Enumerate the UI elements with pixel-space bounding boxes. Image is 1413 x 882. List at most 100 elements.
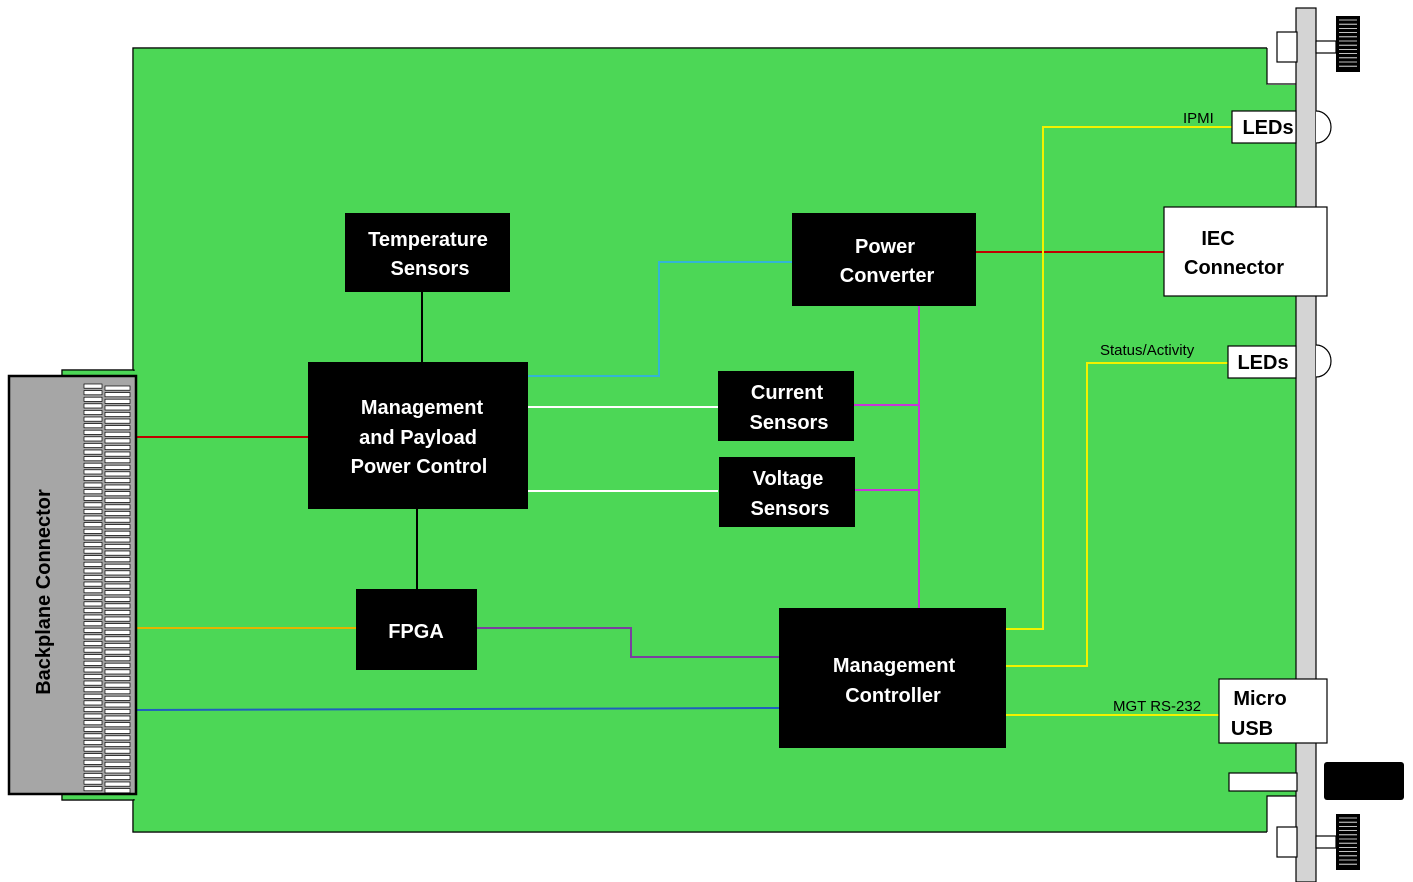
mgmt-power-label-2: and Payload (359, 427, 477, 449)
connector-pin (104, 511, 131, 516)
connector-pin (83, 522, 103, 528)
block-mgmt-payload-power-control: Management and Payload Power Control (308, 362, 528, 509)
connector-pin (83, 403, 103, 409)
connector-pin (104, 392, 131, 398)
connector-pin (83, 594, 103, 600)
bottom-screw-head (1276, 826, 1298, 858)
voltage-sensors-label-2: Sensors (751, 498, 830, 520)
connector-pin (104, 695, 131, 701)
micro-usb-box (1218, 678, 1328, 744)
connector-pin (83, 449, 103, 455)
connector-pin (83, 680, 103, 686)
connector-pin (83, 700, 103, 706)
connector-pin (104, 451, 131, 457)
connector-pin (83, 555, 103, 561)
connector-pin (104, 405, 131, 411)
connector-pin (83, 726, 103, 732)
front-panel: LEDs LEDs IEC Connector Micro USB (1163, 7, 1404, 882)
ejector-handle-grip (1324, 762, 1404, 800)
block-power-converter: Power Converter (792, 213, 976, 306)
connector-pin (83, 720, 103, 726)
connector-pin (83, 601, 103, 607)
connector-pin (83, 489, 103, 495)
connector-pin (83, 773, 103, 778)
connector-pin (104, 425, 131, 431)
backplane-connector-pins (83, 383, 131, 794)
connector-pin (83, 469, 103, 475)
connector-pin (104, 418, 131, 424)
connector-pin (104, 458, 131, 464)
connector-pin (83, 746, 103, 752)
connector-pin (104, 385, 131, 391)
connector-pin (104, 662, 131, 668)
connector-pin (104, 715, 131, 721)
connector-pin (104, 484, 131, 490)
connector-pin (104, 517, 131, 523)
connector-pin (83, 462, 103, 468)
top-screw-head (1276, 31, 1298, 63)
connector-pin (104, 728, 131, 734)
connector-pin (83, 660, 103, 666)
connector-pin (104, 702, 131, 708)
connector-pin (83, 621, 103, 627)
connector-pin (83, 740, 103, 745)
connector-pin (104, 629, 131, 635)
connector-pin (104, 596, 131, 602)
connector-pin (83, 443, 103, 448)
connector-pin (83, 759, 103, 765)
knurl-body (1336, 16, 1360, 72)
connector-pin (104, 735, 131, 741)
connector-pin (83, 713, 103, 719)
top-screw-knurl-icon (1336, 16, 1360, 72)
connector-pin (83, 429, 103, 435)
line-mgmt-to-power-converter (528, 261, 793, 377)
connector-pin (83, 548, 103, 554)
connector-pin (104, 709, 131, 714)
connection-lines (135, 126, 1232, 716)
connector-pin (83, 654, 103, 660)
temperature-sensors-label-2: Sensors (391, 258, 470, 280)
backplane-connector: Backplane Connector (7, 374, 138, 796)
front-panel-bar (1295, 7, 1317, 882)
iec-connector-label-1: IEC (1201, 228, 1234, 250)
connector-pin (104, 590, 131, 596)
line-controller-to-status-leds (1005, 362, 1228, 667)
connector-pin (83, 561, 103, 567)
connector-pin (83, 627, 103, 633)
fpga-label: FPGA (388, 621, 444, 643)
ejector-handle-bar (1228, 772, 1298, 792)
connector-pin (83, 423, 103, 429)
connector-pin (104, 689, 131, 695)
connector-pin (104, 583, 131, 589)
connector-pin (83, 647, 103, 653)
connector-pin (104, 616, 131, 622)
connector-pin (83, 614, 103, 620)
connector-pin (104, 636, 131, 642)
connector-pin (104, 524, 131, 530)
iec-connector-box (1163, 206, 1328, 297)
leds-box-top (1231, 110, 1297, 144)
backplane-connector-label: Backplane Connector (33, 489, 55, 695)
leds-status-label: LEDs (1237, 352, 1288, 374)
connector-pin (104, 682, 131, 688)
connector-pin (83, 687, 103, 693)
current-sensors-label-2: Sensors (750, 412, 829, 434)
block-management-controller: Management Controller (779, 608, 1006, 748)
connector-pin (83, 509, 103, 514)
connector-pin (83, 707, 103, 712)
connector-pin (104, 570, 131, 576)
connector-pin (104, 788, 131, 794)
connector-pin (83, 396, 103, 402)
connector-pin (83, 416, 103, 422)
connector-pin (104, 722, 131, 728)
connector-pin (83, 476, 103, 481)
connector-pin (104, 504, 131, 510)
voltage-sensors-label-1: Voltage (753, 468, 824, 490)
connector-pin (83, 733, 103, 739)
status-activity-label: Status/Activity (1100, 342, 1195, 359)
connector-pin (104, 497, 131, 503)
connector-pin (104, 775, 131, 780)
management-controller-label-2: Controller (845, 685, 941, 707)
connector-pin (83, 410, 103, 415)
connector-pin (83, 779, 103, 785)
